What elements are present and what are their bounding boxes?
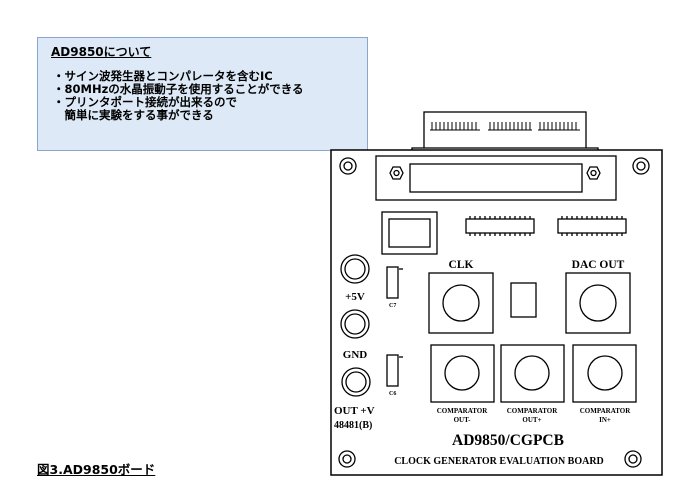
label-comp-out-minus-1: COMPARATOR	[437, 407, 488, 415]
info-item-4: 簡単に実験をする事ができる	[53, 108, 214, 122]
figure-caption: 図3.AD9850ボード	[37, 462, 156, 477]
mounting-hole-br	[624, 450, 642, 468]
label-part-no: 48481(B)	[334, 420, 372, 431]
info-box: AD9850について ・サイン波発生器とコンパレータを含むIC ・80MHzの水…	[37, 37, 368, 151]
label-clk: CLK	[449, 259, 474, 271]
label-plus5v: +5V	[345, 291, 365, 303]
capacitor-c6	[386, 354, 403, 387]
connector-teeth	[430, 122, 580, 131]
label-c6: C6	[389, 391, 396, 397]
mounting-hole-bl	[338, 450, 356, 468]
bnc-comp-in-plus	[572, 344, 637, 403]
info-item-1: ・サイン波発生器とコンパレータを含むIC	[53, 69, 273, 83]
bnc-comp-out-plus	[500, 344, 565, 403]
mounting-hole-tr	[632, 157, 650, 175]
terminal-plus5v	[340, 254, 370, 284]
label-dac-out: DAC OUT	[572, 259, 625, 271]
info-item-2: ・80MHzの水晶振動子を使用することができる	[53, 82, 304, 96]
label-comp-out-plus-2: OUT+	[522, 416, 541, 424]
bnc-comp-out-minus	[430, 344, 495, 403]
board-desc: CLOCK GENERATOR EVALUATION BOARD	[394, 456, 604, 467]
label-comp-in-plus-1: COMPARATOR	[580, 407, 631, 415]
label-comp-out-minus-2: OUT-	[454, 416, 472, 424]
crystal-oscillator	[381, 211, 438, 255]
info-title: AD9850について	[51, 45, 152, 59]
ic-chip-2	[557, 216, 627, 236]
info-item-3: ・プリンタポート接続が出来るので	[53, 95, 237, 109]
mounting-hole-tl	[339, 157, 357, 175]
connector-body	[375, 155, 617, 201]
bnc-dac-out	[565, 272, 631, 334]
board-name: AD9850/CGPCB	[452, 432, 564, 449]
capacitor-c7	[386, 266, 403, 299]
info-list: ・サイン波発生器とコンパレータを含むIC ・80MHzの水晶振動子を使用すること…	[51, 70, 367, 122]
terminal-gnd	[340, 309, 370, 339]
label-comp-out-plus-1: COMPARATOR	[507, 407, 558, 415]
label-c7: C7	[389, 303, 396, 309]
label-gnd: GND	[343, 349, 368, 361]
bnc-clk	[428, 272, 494, 334]
terminal-outv	[341, 367, 371, 397]
label-outv: OUT +V	[334, 405, 375, 417]
label-comp-in-plus-2: IN+	[599, 416, 611, 424]
center-component	[510, 282, 537, 318]
ic-chip-1	[465, 216, 535, 236]
